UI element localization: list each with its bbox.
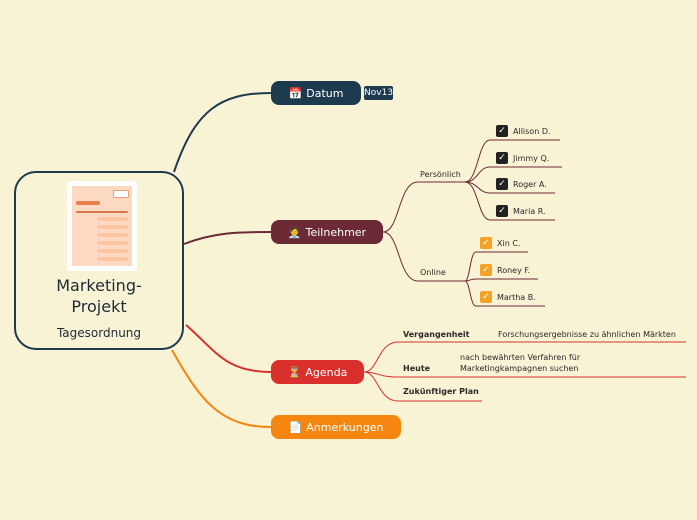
branch-anmerkungen[interactable]: 📄 Anmerkungen	[271, 415, 401, 439]
branch-teilnehmer-label: Teilnehmer	[305, 225, 367, 239]
central-title: Marketing- Projekt	[56, 276, 142, 316]
checkbox-checked-icon[interactable]: ✓	[496, 152, 508, 164]
document-thumbnail	[67, 181, 137, 271]
group-online[interactable]: Online	[420, 268, 446, 277]
member-name: Xin C.	[497, 239, 521, 248]
member-name: Allison D.	[513, 127, 551, 136]
branch-anmerkungen-label: Anmerkungen	[306, 420, 384, 434]
agenda-item-zukuenftiger-plan[interactable]: Zukünftiger Plan	[403, 387, 479, 396]
branch-teilnehmer[interactable]: 🧑‍💼 Teilnehmer	[271, 220, 383, 244]
document-icon: 📄	[288, 420, 303, 434]
agenda-item-vergangenheit[interactable]: Vergangenheit	[403, 330, 470, 339]
checkbox-checked-icon[interactable]: ✓	[480, 237, 492, 249]
person-icon: 🧑‍💼	[287, 225, 302, 239]
checkbox-checked-icon[interactable]: ✓	[496, 125, 508, 137]
connector-agenda	[185, 324, 272, 373]
checkbox-checked-icon[interactable]: ✓	[480, 264, 492, 276]
agenda-text-heute-2: Marketingkampagnen suchen	[460, 364, 579, 373]
agenda-item-heute[interactable]: Heute	[403, 364, 431, 373]
member-name: Jimmy Q.	[513, 154, 550, 163]
checkbox-checked-icon[interactable]: ✓	[480, 291, 492, 303]
group-persoenlich[interactable]: Persönlich	[420, 170, 461, 179]
member-name: Roney F.	[497, 266, 531, 275]
date-badge: Nov13	[364, 86, 394, 100]
connector-teilnehmer	[183, 231, 272, 245]
connector-anmerkungen	[171, 349, 272, 428]
calendar-icon: 📅	[288, 86, 303, 100]
central-topic[interactable]: Marketing- Projekt Tagesordnung	[14, 171, 184, 350]
checkbox-checked-icon[interactable]: ✓	[496, 178, 508, 190]
member-name: Martha B.	[497, 293, 536, 302]
hourglass-icon: ⏳	[287, 365, 302, 379]
central-subtitle: Tagesordnung	[56, 326, 142, 340]
agenda-text-vergangenheit: Forschungsergebnisse zu ähnlichen Märkte…	[498, 330, 676, 339]
branch-agenda[interactable]: ⏳ Agenda	[271, 360, 364, 384]
agenda-text-heute-1: nach bewährten Verfahren für	[460, 353, 581, 362]
member-name: Roger A.	[513, 180, 547, 189]
branch-agenda-label: Agenda	[305, 365, 348, 379]
branch-datum[interactable]: 📅 Datum	[271, 81, 361, 105]
branch-datum-label: Datum	[306, 86, 344, 100]
connector-datum	[173, 92, 272, 173]
checkbox-checked-icon[interactable]: ✓	[496, 205, 508, 217]
member-name: Maria R.	[513, 207, 546, 216]
